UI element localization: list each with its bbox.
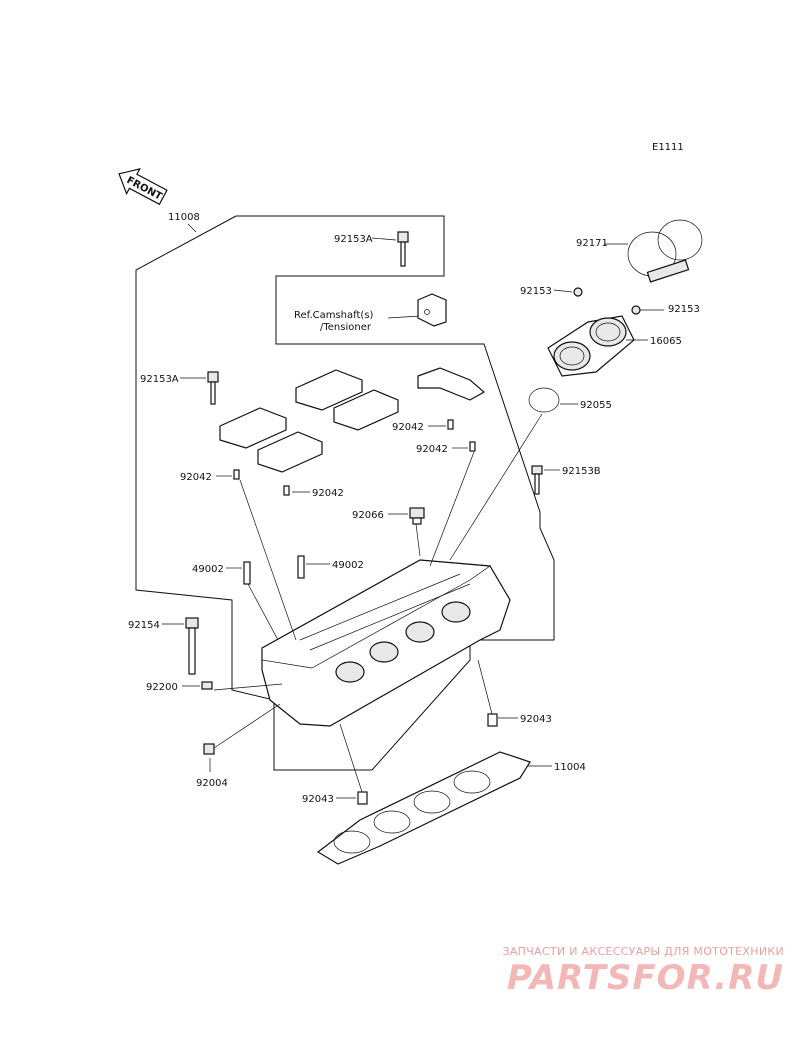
label-92004: 92004 bbox=[196, 778, 228, 789]
label-92042-d: 92042 bbox=[312, 488, 344, 499]
stud-92004 bbox=[203, 743, 215, 755]
dowel-pin-92042-a bbox=[447, 419, 454, 430]
dowel-92043-right bbox=[487, 713, 498, 727]
label-16065: 16065 bbox=[650, 336, 682, 347]
label-92200: 92200 bbox=[146, 682, 178, 693]
diagram-code: E1111 bbox=[652, 142, 684, 153]
label-92043-right: 92043 bbox=[520, 714, 552, 725]
label-49002-b: 49002 bbox=[332, 560, 364, 571]
watermark-tagline: ЗАПЧАСТИ И АКСЕССУАРЫ ДЛЯ МОТОТЕХНИКИ bbox=[502, 945, 784, 958]
stud-49002-a bbox=[243, 561, 251, 585]
label-49002-a: 49002 bbox=[192, 564, 224, 575]
head-gasket-11004 bbox=[316, 751, 531, 865]
bolt-92153B bbox=[531, 465, 543, 495]
bolt-92153A-top bbox=[397, 231, 409, 267]
screw-92153-right bbox=[631, 305, 641, 315]
ref-camshaft-text: Ref.Camshaft(s) bbox=[294, 310, 374, 321]
label-11008: 11008 bbox=[168, 212, 200, 223]
stud-49002-b bbox=[297, 555, 305, 579]
label-92153B: 92153B bbox=[562, 466, 601, 477]
label-92153-right: 92153 bbox=[668, 304, 700, 315]
assembly-outline-11008 bbox=[135, 215, 555, 771]
bolt-92154 bbox=[185, 617, 199, 675]
label-92171: 92171 bbox=[576, 238, 608, 249]
label-11004: 11004 bbox=[554, 762, 586, 773]
plug-92066 bbox=[409, 507, 425, 525]
label-92055: 92055 bbox=[580, 400, 612, 411]
clamp-92171 bbox=[627, 219, 703, 283]
intake-holder-16065 bbox=[547, 315, 635, 377]
dowel-pin-92042-d bbox=[283, 485, 290, 496]
dowel-pin-92042-c bbox=[233, 469, 240, 480]
label-92153-left: 92153 bbox=[520, 286, 552, 297]
bolt-92153A-left bbox=[207, 371, 219, 405]
label-92042-c: 92042 bbox=[180, 472, 212, 483]
watermark-brand: PARTSFOR.RU bbox=[506, 958, 784, 998]
dowel-pin-92042-b bbox=[469, 441, 476, 452]
label-92154: 92154 bbox=[128, 620, 160, 631]
camshaft-bracket-part bbox=[417, 293, 447, 327]
label-92042-b: 92042 bbox=[416, 444, 448, 455]
label-92153A-left: 92153A bbox=[140, 374, 179, 385]
camshaft-caps bbox=[219, 367, 486, 473]
screw-92153-left bbox=[573, 287, 583, 297]
ref-tensioner-text: /Tensioner bbox=[320, 322, 372, 333]
label-92066: 92066 bbox=[352, 510, 384, 521]
label-92043-bottom: 92043 bbox=[302, 794, 334, 805]
washer-92200 bbox=[201, 681, 213, 690]
cylinder-head bbox=[261, 559, 511, 727]
label-92042-a: 92042 bbox=[392, 422, 424, 433]
front-arrow-icon: FRONT bbox=[118, 168, 168, 206]
watermark: ЗАПЧАСТИ И АКСЕССУАРЫ ДЛЯ МОТОТЕХНИКИ PA… bbox=[464, 945, 784, 998]
label-92153A-top: 92153A bbox=[334, 234, 373, 245]
dowel-92043-bottom bbox=[357, 791, 368, 805]
o-ring-92055 bbox=[528, 387, 560, 413]
